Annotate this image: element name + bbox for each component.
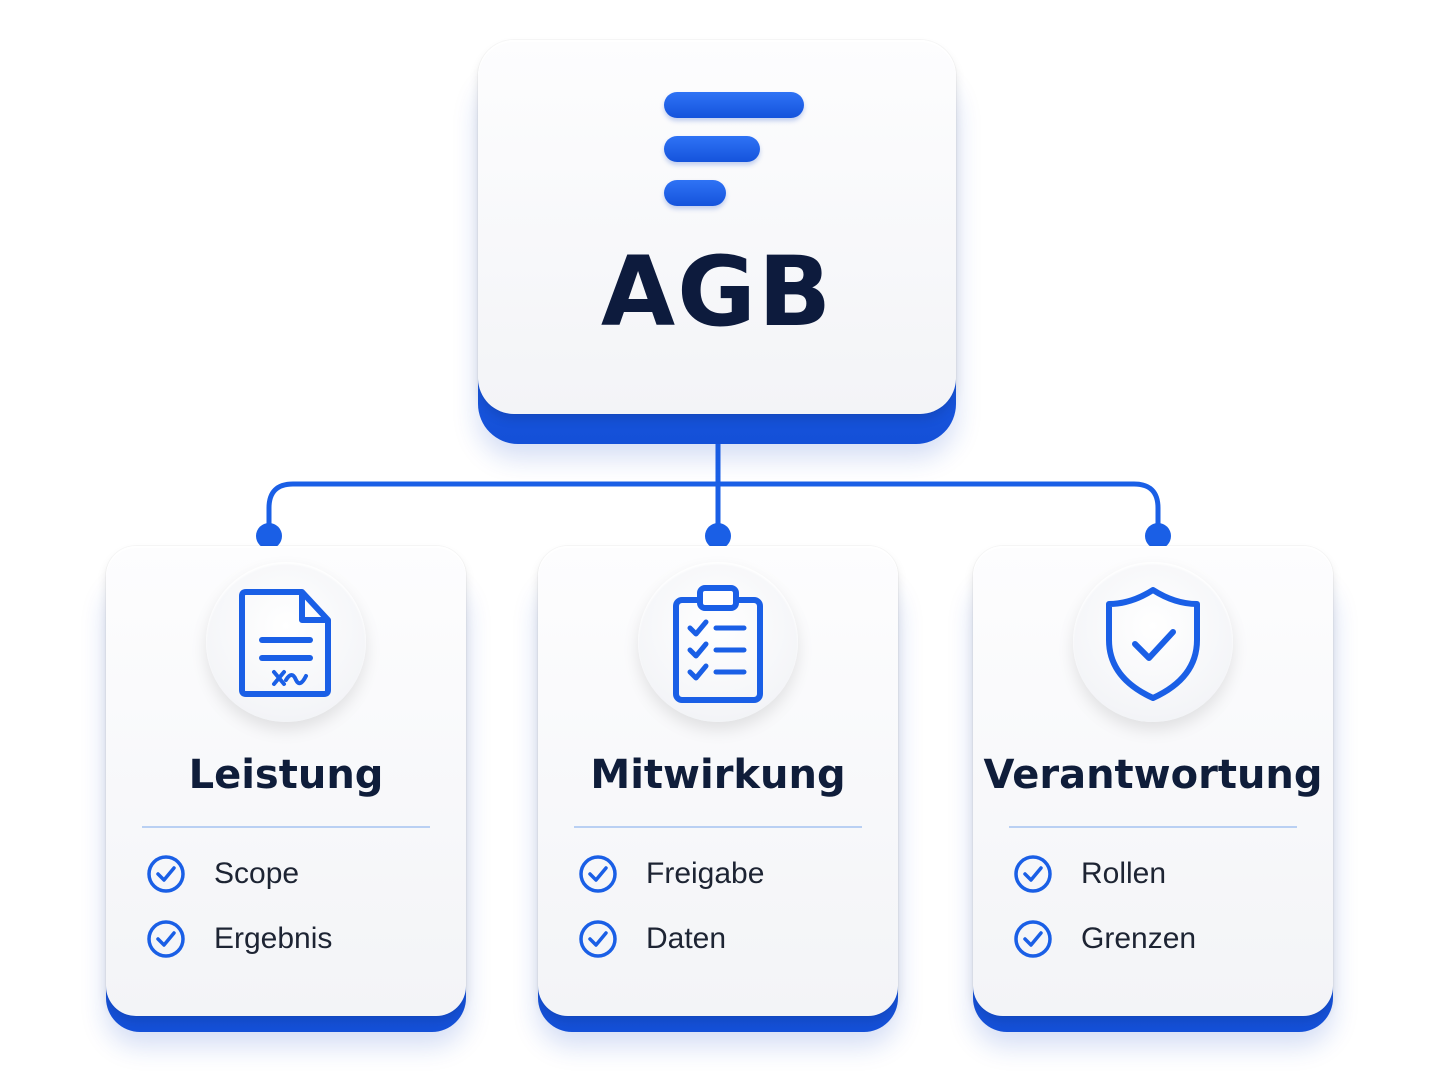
card-item-list: Rollen Grenzen (1013, 850, 1313, 980)
card-mitwirkung: Mitwirkung Freigabe Daten (538, 546, 898, 1032)
root-card-agb: AGB (478, 40, 956, 444)
card-title: Mitwirkung (590, 752, 846, 798)
list-item: Ergebnis (146, 915, 446, 980)
check-circle-icon (1014, 855, 1052, 893)
list-item-label: Scope (214, 857, 300, 890)
card-title: Leistung (188, 752, 384, 798)
card-title: Verantwortung (983, 752, 1323, 798)
checklist-clipboard-icon (638, 562, 798, 722)
connector-node-right (1145, 523, 1171, 549)
divider (142, 826, 430, 828)
list-item: Daten (578, 915, 878, 980)
menu-lines-icon (664, 92, 804, 212)
list-item-label: Freigabe (646, 857, 765, 890)
connector-node-center (705, 523, 731, 549)
list-item-label: Ergebnis (214, 922, 333, 955)
check-circle-icon (1014, 920, 1052, 958)
connector-node-left (256, 523, 282, 549)
check-circle-icon (579, 920, 617, 958)
check-circle-icon (147, 855, 185, 893)
list-item-label: Grenzen (1081, 922, 1197, 955)
root-title: AGB (600, 236, 834, 348)
check-circle-icon (579, 855, 617, 893)
list-item: Freigabe (578, 850, 878, 915)
list-item-label: Rollen (1081, 857, 1167, 890)
card-leistung: Leistung Scope Ergebnis (106, 546, 466, 1032)
shield-check-icon (1073, 562, 1233, 722)
divider (1009, 826, 1297, 828)
list-item-label: Daten (646, 922, 727, 955)
list-item: Scope (146, 850, 446, 915)
check-circle-icon (147, 920, 185, 958)
list-item: Rollen (1013, 850, 1313, 915)
signed-document-icon (206, 562, 366, 722)
card-verantwortung: Verantwortung Rollen Grenzen (973, 546, 1333, 1032)
divider (574, 826, 862, 828)
card-item-list: Scope Ergebnis (146, 850, 446, 980)
list-item: Grenzen (1013, 915, 1313, 980)
card-item-list: Freigabe Daten (578, 850, 878, 980)
